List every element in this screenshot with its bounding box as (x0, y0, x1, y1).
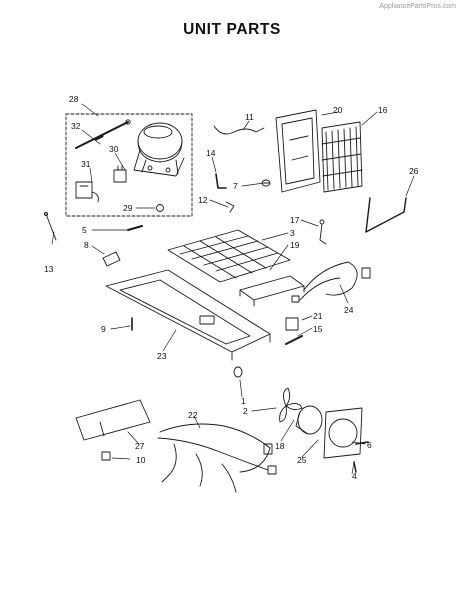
page-title: UNIT PARTS (183, 21, 281, 38)
fan-blade-part-2 (279, 387, 303, 423)
compressor (133, 122, 185, 177)
callout-23: 23 (157, 351, 167, 361)
callout-9: 9 (101, 324, 106, 334)
callout-2: 2 (243, 406, 248, 416)
grommet-part-29 (156, 204, 164, 212)
screw-part-6 (355, 441, 369, 445)
callout-26: 26 (409, 166, 419, 176)
main-harness-part-22 (157, 423, 277, 493)
callout-14: 14 (206, 148, 216, 158)
condenser-coil-part-16 (321, 121, 363, 193)
callout-8: 8 (84, 240, 89, 250)
drain-part-13 (44, 212, 57, 241)
callout-19: 19 (290, 240, 300, 250)
callout-28: 28 (69, 94, 79, 104)
callout-21: 21 (313, 311, 323, 321)
callout-24: 24 (344, 305, 354, 315)
compressor-kit-box (65, 113, 193, 217)
callout-32: 32 (71, 121, 81, 131)
callout-3: 3 (290, 228, 295, 238)
callout-4: 4 (352, 471, 357, 481)
clip-part-17 (319, 219, 327, 245)
clip-part-12 (225, 201, 235, 213)
tube-part-5 (127, 225, 143, 231)
callout-18: 18 (275, 441, 285, 451)
callout-5: 5 (82, 225, 87, 235)
callout-30: 30 (109, 144, 119, 154)
callout-15: 15 (313, 324, 323, 334)
harness-part-24 (291, 261, 371, 303)
drain-pan-part-3 (167, 229, 291, 283)
callout-6: 6 (367, 440, 372, 450)
cylinder-part-8 (102, 251, 121, 267)
bracket-part-14 (215, 173, 227, 189)
callout-25: 25 (297, 455, 307, 465)
tube-part-11 (213, 125, 265, 135)
base-plate-part-23 (105, 269, 271, 361)
screw-part-4 (353, 461, 357, 473)
callout-11: 11 (245, 112, 254, 122)
start-device-part-31 (75, 181, 99, 203)
callout-13: 13 (44, 264, 54, 274)
callout-22: 22 (188, 410, 198, 420)
fan-motor-part-18 (295, 405, 323, 435)
watermark: AppliancePartsPros.com (379, 3, 456, 10)
callout-7: 7 (233, 181, 238, 191)
screw-part-15 (285, 335, 303, 345)
callout-27: 27 (135, 441, 145, 451)
callout-1: 1 (241, 396, 246, 406)
callout-29: 29 (123, 203, 133, 213)
grommet-part-1 (233, 366, 243, 378)
plate-part-21 (285, 317, 299, 331)
callout-17: 17 (290, 215, 300, 225)
tube-part-26 (365, 197, 407, 233)
callout-16: 16 (378, 105, 388, 115)
callout-12: 12 (198, 195, 208, 205)
callout-20: 20 (333, 105, 343, 115)
bushing-part-7 (261, 179, 271, 187)
plate-part-27 (75, 399, 151, 441)
fan-shroud-part-25 (323, 407, 363, 459)
condenser-housing-part-20 (275, 109, 321, 193)
callout-10: 10 (136, 455, 146, 465)
callout-31: 31 (81, 159, 91, 169)
overload-part-30 (113, 165, 127, 183)
relay-part-32 (75, 119, 131, 149)
leader-lines (51, 103, 415, 475)
clip-part-10 (101, 451, 111, 461)
tray-part-19 (239, 275, 305, 307)
